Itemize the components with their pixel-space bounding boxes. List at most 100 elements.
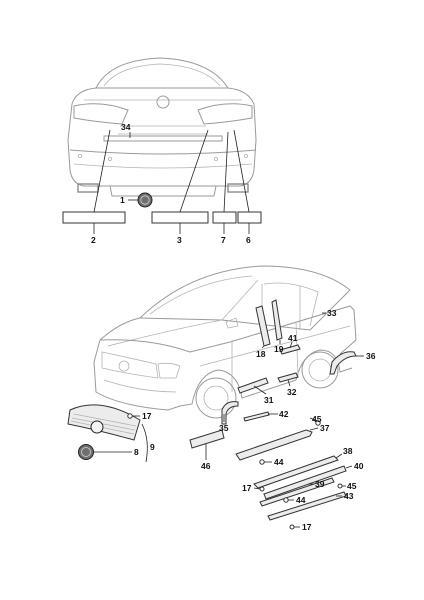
rear-diffuser (109, 185, 217, 197)
part-17-clip-icon (259, 486, 265, 492)
part-8-emblem-ring (81, 447, 91, 457)
callout-38: 38 (343, 446, 353, 456)
leader-7-up (223, 131, 229, 213)
rear-body-outline (67, 103, 257, 187)
side-view-car (93, 265, 357, 419)
a-pillar (221, 279, 259, 321)
callout-2: 2 (91, 235, 96, 245)
rear-bumper-lower (73, 163, 253, 169)
part-8-emblem-icon (78, 444, 94, 460)
rear-wheel (301, 351, 339, 389)
parking-sensor (108, 156, 113, 161)
part-17-clip-icon (289, 524, 295, 530)
hood-leading-edge (99, 339, 191, 353)
callout-45: 45 (347, 481, 357, 491)
callout-46: 46 (201, 461, 211, 471)
hood-front (99, 317, 141, 341)
rear-window (103, 63, 221, 87)
windshield-top (149, 275, 253, 315)
bracket-9 (141, 423, 148, 463)
callout-41: 41 (288, 333, 298, 343)
part-39-strip (259, 477, 335, 507)
part-2-badge (62, 211, 126, 224)
part-35-wheel-arch (221, 401, 239, 425)
side-leaders (94, 312, 364, 528)
part-43-strip (267, 491, 347, 521)
left-tail-light (73, 103, 129, 125)
belt-line (221, 289, 351, 331)
callout-45: 45 (312, 414, 322, 424)
part-19-pillar-trim (271, 299, 283, 341)
callout-44: 44 (274, 457, 284, 467)
rear-left-wheel (77, 183, 99, 193)
part-7-badge (212, 211, 237, 224)
part-18-pillar-trim (255, 305, 271, 347)
rear-leaders (93, 129, 250, 234)
front-grille-outline (101, 351, 159, 379)
callout-32: 32 (287, 387, 297, 397)
part-40-strip (263, 465, 347, 500)
callout-44: 44 (296, 495, 306, 505)
part-41-trim (279, 344, 301, 355)
trunk-top-edge (71, 87, 255, 105)
leader-18 (261, 345, 265, 349)
callout-39: 39 (315, 479, 325, 489)
part-37-sill-strip (235, 429, 313, 461)
part-44-clip-icon (259, 459, 265, 465)
part-44-clip-icon (283, 497, 289, 503)
rear-bumper-line (69, 149, 257, 155)
front-fascia (93, 339, 181, 411)
right-tail-light (197, 103, 253, 125)
part-31-molding (237, 377, 269, 394)
side-parts (189, 299, 357, 530)
rear-emblem-outline (156, 95, 170, 109)
leader-41 (289, 341, 293, 349)
callout-35: 35 (219, 423, 229, 433)
part-1-emblem-ring (140, 195, 150, 205)
part-3-badge (151, 211, 209, 224)
callout-1: 1 (120, 195, 125, 205)
part-46-plate (189, 429, 225, 449)
grille-slat (71, 417, 136, 431)
callout-8: 8 (134, 447, 139, 457)
parking-sensor (213, 156, 218, 161)
callout-31: 31 (264, 395, 274, 405)
grille-slat (73, 413, 137, 427)
callout-19: 19 (274, 344, 284, 354)
side-body-bottom (179, 349, 353, 407)
callout-17: 17 (242, 483, 252, 493)
rear-trim-strip (103, 135, 223, 142)
rear-roof-outline (95, 57, 229, 89)
callout-43: 43 (344, 491, 354, 501)
leader-38 (335, 453, 343, 459)
callout-34: 34 (121, 122, 131, 132)
part-1-emblem-icon (137, 192, 153, 208)
callout-33: 33 (327, 308, 337, 318)
leader-17b (253, 487, 261, 490)
lower-bumper-line (103, 379, 177, 393)
rear-view-car (67, 57, 257, 197)
side-mirror (225, 317, 239, 329)
parking-sensor (78, 153, 83, 158)
front-wheel (195, 377, 237, 419)
body-side-crease (199, 325, 351, 367)
leader-45a (309, 417, 321, 423)
callout-37: 37 (320, 423, 330, 433)
leader-6-up (233, 129, 250, 213)
part-17-clip-icon (127, 413, 133, 419)
roof-outline (139, 265, 351, 319)
callout-17: 17 (142, 411, 152, 421)
leader-32 (287, 379, 291, 387)
callout-42: 42 (279, 409, 289, 419)
callout-36: 36 (366, 351, 376, 361)
part-36-wheel-arch (329, 351, 357, 375)
callout-7: 7 (221, 235, 226, 245)
callout-18: 18 (256, 349, 266, 359)
leader-31 (253, 385, 267, 395)
hood-crease (107, 319, 223, 347)
callout-labels: 34 1 2 3 7 6 17 8 9 46 35 31 42 45 37 32… (91, 122, 376, 532)
part-42-strip (243, 411, 270, 422)
rear-right-wheel (227, 183, 249, 193)
